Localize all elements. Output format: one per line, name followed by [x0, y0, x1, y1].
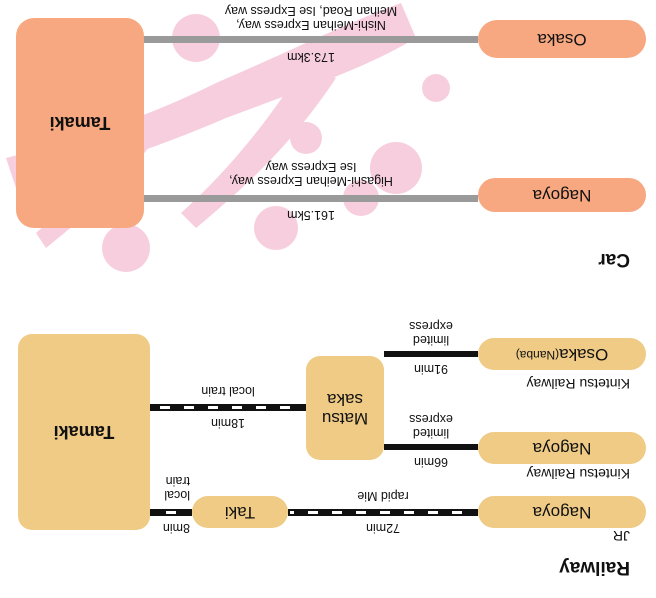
osaka-road-line2: Meihan Road, Ise Express way	[224, 3, 398, 18]
osaka-road	[144, 36, 478, 43]
taki-local-track	[150, 509, 192, 516]
nagoya-type-label: limited express	[384, 411, 478, 440]
nagoya-road-label: Higashi-Meihan Express way, Ise Express …	[144, 159, 478, 188]
osaka-sub-label: (Nanba)	[515, 347, 560, 362]
osaka-type-line1: limited	[412, 333, 450, 347]
nagoya-jr-label: Nagoya	[532, 503, 592, 523]
matsusaka-station: Matsu saka	[306, 356, 384, 460]
osaka-type-line2: express	[409, 318, 453, 333]
nagoya-car-label: Nagoya	[532, 186, 592, 206]
osaka-road-label: Nishi-Meihan Express way, Meihan Road, I…	[144, 3, 478, 32]
jr-type-label: rapid Mie	[357, 489, 409, 503]
nagoya-jr-station: Nagoya	[478, 496, 646, 528]
taki-station: Taki	[192, 496, 288, 528]
taki-time-label: 8min	[162, 521, 190, 535]
osaka-limited-express-track	[384, 351, 478, 357]
tamaki-car-hub-label: Tamaki	[49, 113, 111, 134]
nagoya-kintetsu-station: Nagoya	[478, 432, 646, 464]
car-section-title: Car	[598, 249, 630, 270]
nagoya-limited-express-track	[384, 444, 478, 450]
matsusaka-type-label: local train	[201, 384, 255, 398]
osaka-distance-label: 173.3km	[287, 50, 335, 64]
taki-type-label: local train	[164, 473, 190, 502]
matsusaka-label-line1: Matsu	[321, 408, 369, 428]
nagoya-time-label: 66min	[413, 455, 449, 469]
railway-section-title: Railway	[559, 557, 630, 578]
matsusaka-local-track	[150, 404, 306, 411]
nagoya-type-line1: limited	[412, 426, 450, 440]
matsusaka-label-line2: saka	[327, 390, 363, 409]
nagoya-kintetsu-label: Nagoya	[532, 439, 592, 459]
tamaki-car-hub: Tamaki	[16, 18, 144, 228]
matsusaka-time-label: 18min	[210, 416, 246, 430]
osaka-car-origin: Osaka	[478, 20, 646, 58]
nagoya-road-line1: Higashi-Meihan Express way,	[229, 174, 393, 188]
osaka-car-label: Osaka	[537, 30, 587, 50]
kintetsu-label-2: Kintetsu Railway	[526, 376, 631, 392]
tamaki-rail-hub-label: Tamaki	[53, 422, 115, 443]
jr-time-label: 72min	[365, 521, 401, 535]
taki-type-line1: local	[164, 488, 190, 502]
nagoya-distance-label: 161.5km	[287, 208, 335, 222]
taki-label: Taki	[224, 503, 256, 523]
taki-type-line2: train	[165, 473, 190, 488]
osaka-nanba-station: Osaka (Nanba)	[478, 338, 646, 370]
osaka-road-line1: Nishi-Meihan Express way,	[236, 18, 386, 32]
jr-label: JR	[612, 528, 630, 544]
nagoya-car-origin: Nagoya	[478, 178, 646, 212]
nagoya-road-line2: Ise Express way	[265, 159, 357, 174]
osaka-type-label: limited express	[384, 318, 478, 347]
tamaki-rail-hub: Tamaki	[18, 334, 150, 530]
kintetsu-label-1: Kintetsu Railway	[526, 466, 631, 482]
osaka-time-label: 91min	[413, 362, 449, 376]
nagoya-road	[144, 195, 478, 202]
jr-rapid-mie-track	[288, 509, 478, 516]
osaka-label: Osaka	[559, 345, 609, 365]
nagoya-type-line2: express	[409, 411, 453, 426]
